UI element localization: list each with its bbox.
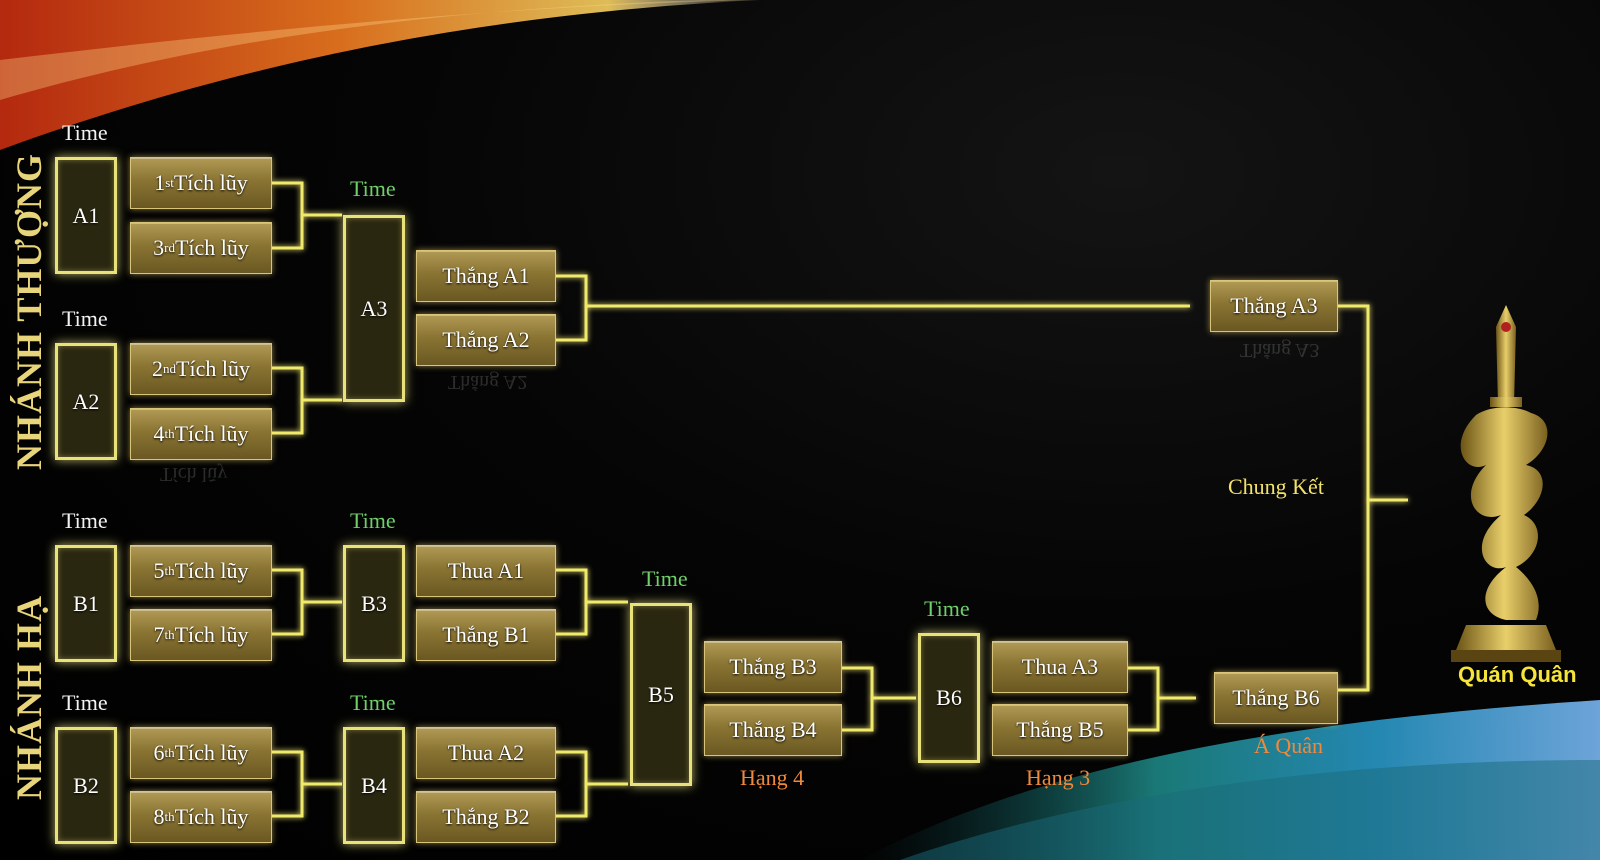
tag-thua-a1[interactable]: Thua A1 bbox=[416, 545, 556, 597]
tag-thang-b3[interactable]: Thắng B3 bbox=[704, 641, 842, 693]
match-box-b1[interactable]: B1 bbox=[55, 545, 117, 662]
tag-thang-a1[interactable]: Thắng A1 bbox=[416, 250, 556, 302]
tag-thang-b5[interactable]: Thắng B5 bbox=[992, 704, 1128, 756]
tag-thang-b1[interactable]: Thắng B1 bbox=[416, 609, 556, 661]
tag-thang-a2[interactable]: Thắng A2 bbox=[416, 314, 556, 366]
time-label-b6: Time bbox=[924, 596, 970, 621]
final-label: Chung Kết bbox=[1228, 474, 1324, 499]
champion-label: Quán Quân bbox=[1458, 662, 1577, 687]
trophy-icon bbox=[1451, 305, 1561, 662]
time-label-a3: Time bbox=[350, 176, 396, 201]
time-label-a1: Time bbox=[62, 120, 108, 145]
tag-thang-a3[interactable]: Thắng A3 bbox=[1210, 280, 1338, 332]
upper-bracket-label: NHÁNH THƯỢNG bbox=[9, 152, 49, 470]
tag-thua-a3[interactable]: Thua A3 bbox=[992, 641, 1128, 693]
time-label-b1: Time bbox=[62, 508, 108, 533]
rank-a-quan: Á Quân bbox=[1254, 733, 1324, 758]
time-label-b3: Time bbox=[350, 508, 396, 533]
rank-hang-3: Hạng 3 bbox=[1026, 765, 1091, 790]
match-box-b2[interactable]: B2 bbox=[55, 727, 117, 844]
tag-thang-b4[interactable]: Thắng B4 bbox=[704, 704, 842, 756]
match-box-b3[interactable]: B3 bbox=[343, 545, 405, 662]
time-label-b4: Time bbox=[350, 690, 396, 715]
time-label-b5: Time bbox=[642, 566, 688, 591]
reflection-seed-4: Tích lũy bbox=[160, 463, 228, 485]
reflection-thang-a2: Thắng A2 bbox=[448, 371, 528, 393]
match-box-b4[interactable]: B4 bbox=[343, 727, 405, 844]
match-box-a1[interactable]: A1 bbox=[55, 157, 117, 274]
match-box-b5[interactable]: B5 bbox=[630, 603, 692, 786]
rank-hang-4: Hạng 4 bbox=[740, 765, 805, 790]
tag-thua-a2[interactable]: Thua A2 bbox=[416, 727, 556, 779]
tag-thang-b6[interactable]: Thắng B6 bbox=[1214, 672, 1338, 724]
lower-bracket-label: NHÁNH HẠ bbox=[9, 595, 49, 800]
match-box-b6[interactable]: B6 bbox=[918, 633, 980, 763]
time-label-b2: Time bbox=[62, 690, 108, 715]
tag-thang-b2[interactable]: Thắng B2 bbox=[416, 791, 556, 843]
match-box-a2[interactable]: A2 bbox=[55, 343, 117, 460]
match-box-a3[interactable]: A3 bbox=[343, 215, 405, 402]
time-label-a2: Time bbox=[62, 306, 108, 331]
reflection-thang-a3: Thắng A3 bbox=[1240, 339, 1320, 361]
